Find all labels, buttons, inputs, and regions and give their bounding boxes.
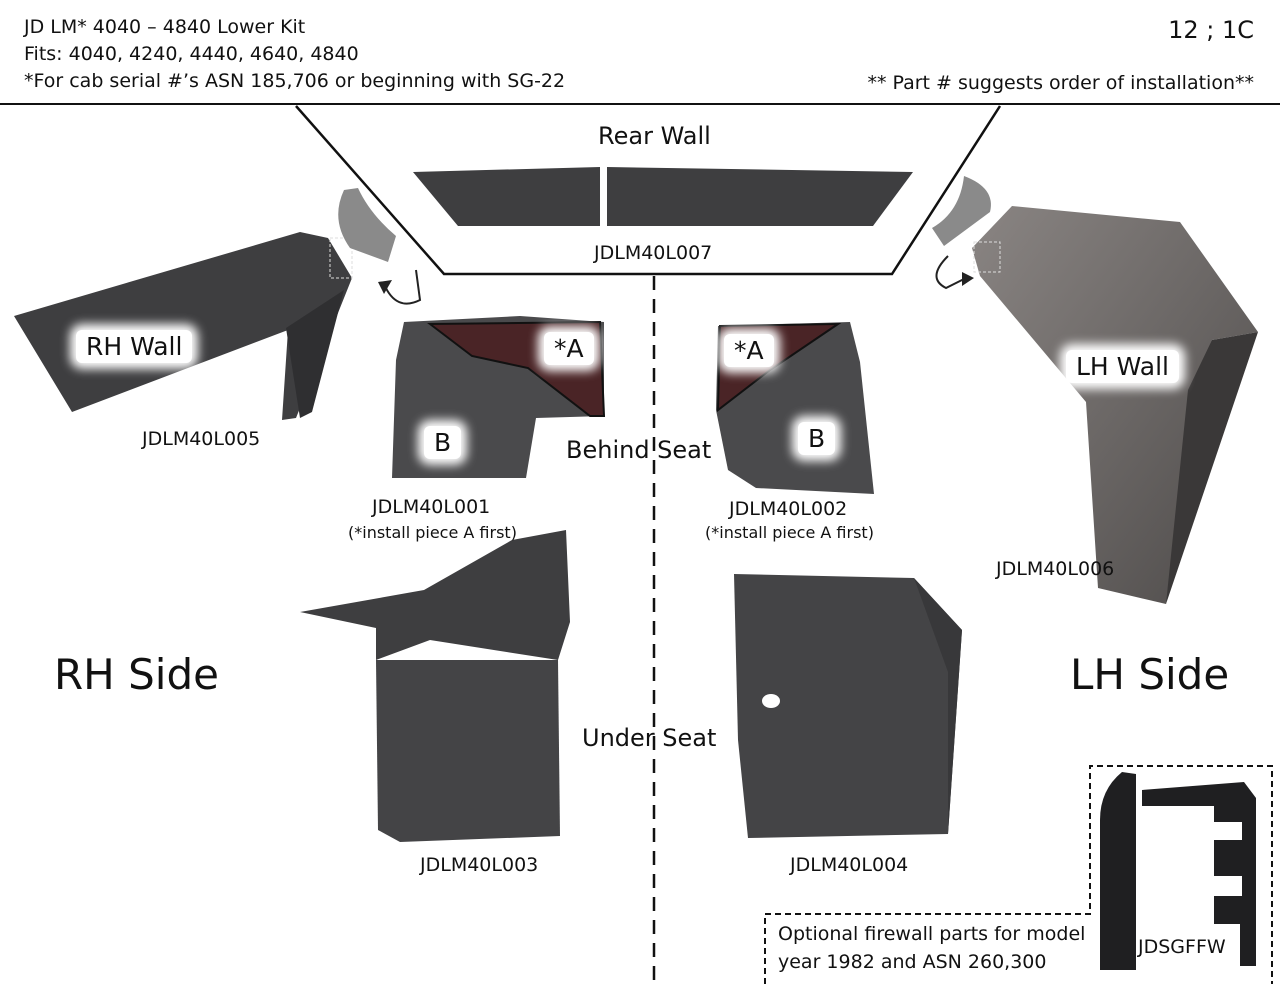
lh-curve-arrow-head — [962, 272, 974, 286]
rear-wall-title: Rear Wall — [598, 122, 711, 150]
lh-under-seat-panel — [734, 574, 962, 838]
kit-fits: Fits: 4040, 4240, 4440, 4640, 4840 — [24, 43, 359, 65]
lh-side-title: LH Side — [1070, 650, 1230, 699]
under-seat-title: Under Seat — [582, 724, 717, 752]
rear-wall-part-number: JDLM40L007 — [594, 242, 713, 264]
rh-side-title: RH Side — [54, 650, 219, 699]
rh-behind-seat-note: (*install piece A first) — [348, 523, 517, 542]
install-order-note: ** Part # suggests order of installation… — [867, 72, 1254, 94]
rh-wall-part-number: JDLM40L005 — [142, 428, 261, 450]
lh-foam-pad — [932, 176, 991, 246]
firewall-part-number: JDSGFFW — [1136, 936, 1228, 958]
lh-behind-seat-note: (*install piece A first) — [705, 523, 874, 542]
lh-under-seat-part-number: JDLM40L004 — [790, 854, 909, 876]
firewall-note-line2: year 1982 and ASN 260,300 — [778, 951, 1047, 973]
sheet-code: 12 ; 1C — [1168, 16, 1254, 44]
lh-piece-a-label: *A — [724, 334, 774, 367]
kit-title: JD LM* 4040 – 4840 Lower Kit — [24, 16, 306, 38]
rh-piece-b-label: B — [424, 426, 462, 459]
behind-seat-title: Behind Seat — [566, 436, 712, 464]
rh-wall-label: RH Wall — [76, 330, 193, 363]
rear-wall-panel-left — [413, 167, 600, 226]
lh-under-seat-hole — [762, 694, 780, 708]
lh-wall-label: LH Wall — [1066, 350, 1180, 383]
rh-under-seat-panel — [300, 530, 570, 842]
rh-piece-a-label: *A — [544, 332, 594, 365]
firewall-dashed-border — [764, 765, 1273, 984]
rh-curve-arrow-icon — [383, 269, 422, 305]
lh-wall-part-number: JDLM40L006 — [996, 558, 1115, 580]
rh-under-seat-part-number: JDLM40L003 — [420, 854, 539, 876]
lh-wall-panel — [972, 206, 1258, 604]
rh-curve-arrow-head — [378, 280, 392, 294]
rh-foam-pad — [338, 188, 396, 262]
firewall-parts — [1100, 772, 1256, 970]
rear-wall-panel-right — [607, 167, 913, 226]
rear-wall-outline — [295, 105, 1002, 276]
rh-wall-panel — [14, 232, 353, 420]
lh-curve-arrow-icon — [935, 255, 967, 290]
lh-behind-seat-part-number: JDLM40L002 — [729, 498, 848, 520]
rh-behind-seat-part-number: JDLM40L001 — [372, 496, 491, 518]
firewall-note-line1: Optional firewall parts for model — [778, 923, 1086, 945]
lh-piece-b-label: B — [798, 422, 836, 455]
kit-serial-note: *For cab serial #’s ASN 185,706 or begin… — [24, 70, 566, 92]
